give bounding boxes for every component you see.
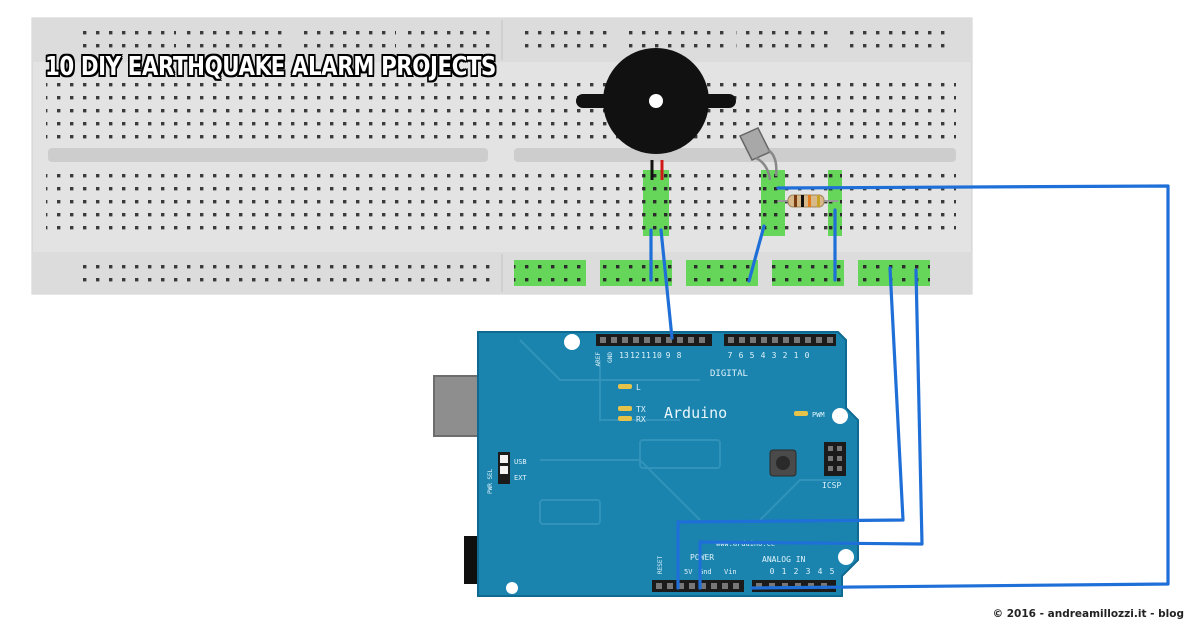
led-pwm <box>794 411 808 416</box>
aref-label: AREF <box>595 352 602 367</box>
reset-label: RESET <box>657 556 664 574</box>
page-title: 10 DIY EARTHQUAKE ALARM PROJECTS <box>45 52 497 82</box>
led-rx-label: RX <box>636 415 646 424</box>
rail-group-highlight <box>772 260 844 286</box>
jumper-wires <box>649 184 1170 590</box>
icsp-header <box>824 442 846 476</box>
usb-label: USB <box>514 458 527 466</box>
analog-pin-label: 1 <box>782 567 787 576</box>
digital-pin-label: 8 <box>677 351 682 360</box>
wire-buzzer-pin <box>659 228 674 340</box>
analog-pin-label: 4 <box>818 567 823 576</box>
digital-pin-label: 3 <box>772 351 777 360</box>
digital-pin-label: 2 <box>783 351 788 360</box>
wire-sensor-analog <box>750 184 1170 590</box>
arduino-logo-text: Arduino <box>664 404 727 422</box>
power-pin-5v: 5V <box>684 568 693 576</box>
pwr-sel-label: PWR SEL <box>487 468 494 494</box>
ext-label: EXT <box>514 474 527 482</box>
led-l-label: L <box>636 383 641 392</box>
digital-pin-label: 0 <box>805 351 810 360</box>
power-section-label: POWER <box>690 553 714 562</box>
led-l <box>618 384 632 389</box>
digital-pin-label: 1 <box>794 351 799 360</box>
gnd-label: GND <box>607 352 614 363</box>
rail-group-highlight <box>686 260 758 286</box>
power-pin-vin: Vin <box>724 568 737 576</box>
analog-pin-label: 3 <box>806 567 811 576</box>
copyright-caption: © 2016 - andreamillozzi.it - blog <box>992 608 1184 620</box>
resistor <box>778 194 838 208</box>
digital-pin-label: 12 <box>630 351 640 360</box>
led-rx <box>618 416 632 421</box>
wire-rail-gnd <box>698 268 924 590</box>
led-tx-label: TX <box>636 405 646 414</box>
digital-section-label: DIGITAL <box>710 369 748 379</box>
digital-pin-label: 6 <box>739 351 744 360</box>
terminal-strip-top <box>46 76 956 142</box>
power-header <box>652 580 744 592</box>
breadboard <box>31 17 973 295</box>
analog-section-label: ANALOG IN <box>762 555 806 564</box>
analog-pin-label: 2 <box>794 567 799 576</box>
digital-pin-label: 10 <box>652 351 662 360</box>
analog-pin-label: 5 <box>830 567 835 576</box>
wire-rail-5v <box>676 266 905 590</box>
digital-pin-label: 4 <box>761 351 766 360</box>
rail-group-highlight <box>858 260 930 286</box>
analog-pin-label: 0 <box>770 567 775 576</box>
center-channel <box>48 148 488 162</box>
power-pin-gnd: Gnd <box>699 568 712 576</box>
digital-pin-label: 7 <box>728 351 733 360</box>
digital-pin-label: 11 <box>641 351 651 360</box>
led-pwm-label: PWM <box>812 411 825 419</box>
rail-group-highlight <box>600 260 672 286</box>
led-tx <box>618 406 632 411</box>
rail-group-highlight <box>514 260 586 286</box>
icsp-label: ICSP <box>822 481 841 490</box>
column-highlight <box>643 170 669 236</box>
digital-pin-label: 5 <box>750 351 755 360</box>
digital-pin-label: 13 <box>619 351 629 360</box>
piezo-buzzer <box>576 48 736 180</box>
digital-pin-label: 9 <box>666 351 671 360</box>
wire-sensor-gnd <box>747 224 766 283</box>
tilt-sensor <box>738 127 778 181</box>
